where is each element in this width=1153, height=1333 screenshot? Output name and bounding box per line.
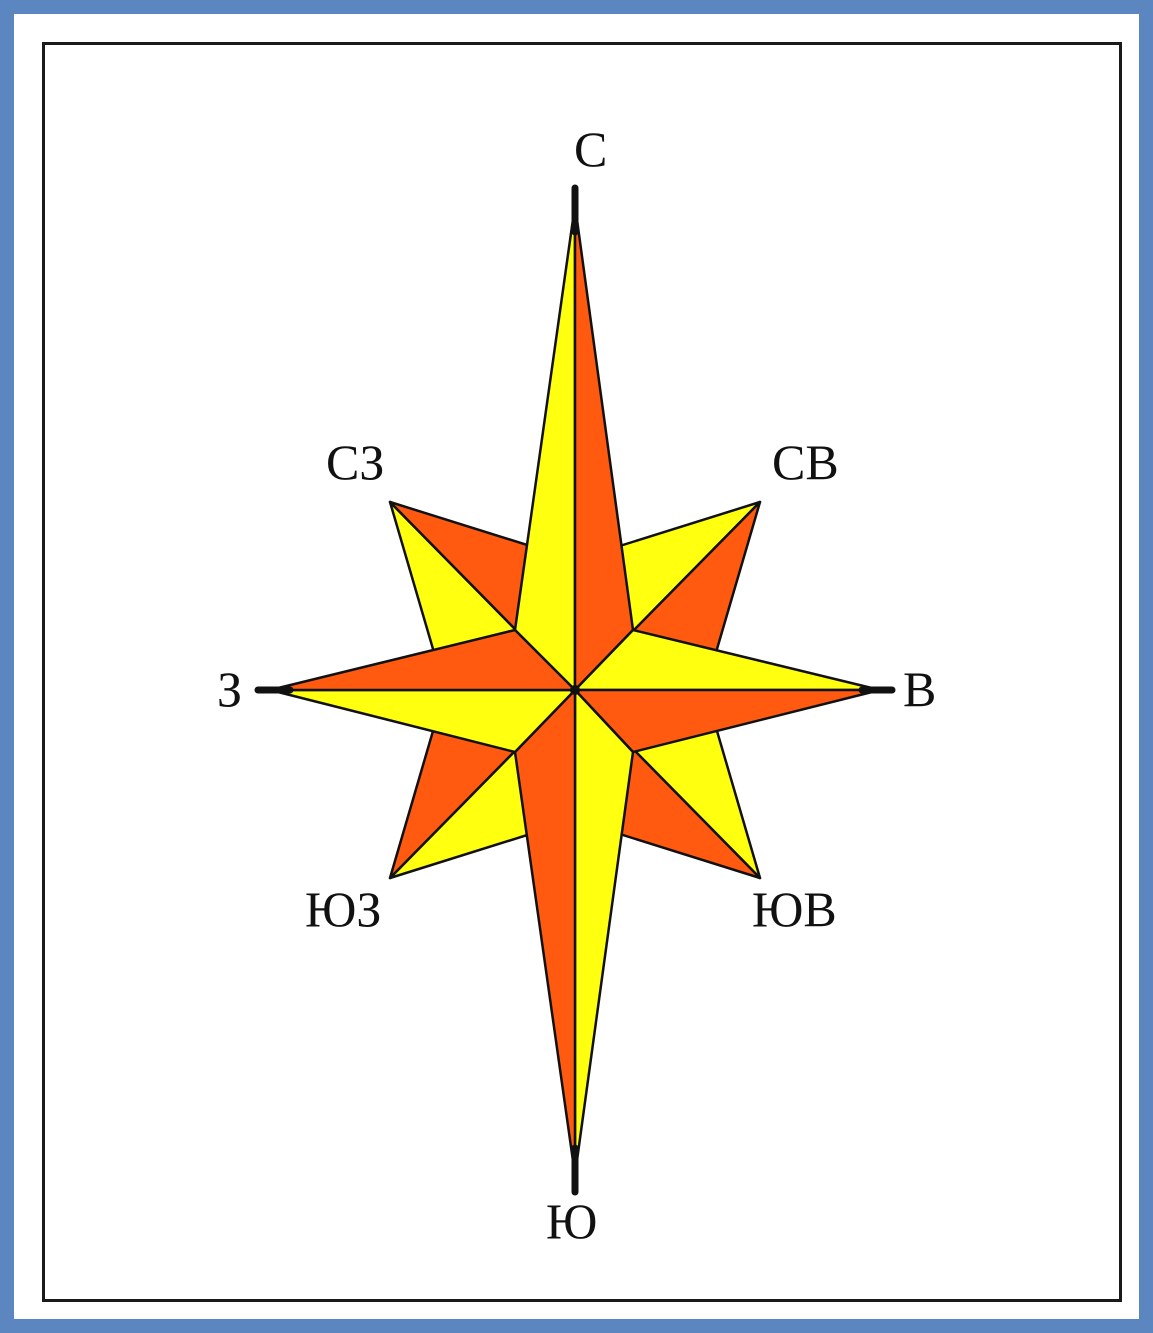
ray-south-right-half: [575, 690, 633, 1175]
ray-north-right-half: [575, 205, 633, 690]
label-north: С: [574, 124, 607, 174]
label-southeast: ЮВ: [752, 884, 837, 934]
center-point: [570, 685, 580, 695]
label-northeast: СВ: [772, 437, 839, 487]
label-west: З: [217, 664, 242, 714]
label-east: В: [903, 664, 936, 714]
label-southwest: ЮЗ: [305, 884, 381, 934]
ray-south-left-half: [515, 690, 575, 1175]
label-south: Ю: [546, 1196, 597, 1246]
ray-north-left-half: [515, 205, 575, 690]
label-northwest: СЗ: [326, 437, 384, 487]
